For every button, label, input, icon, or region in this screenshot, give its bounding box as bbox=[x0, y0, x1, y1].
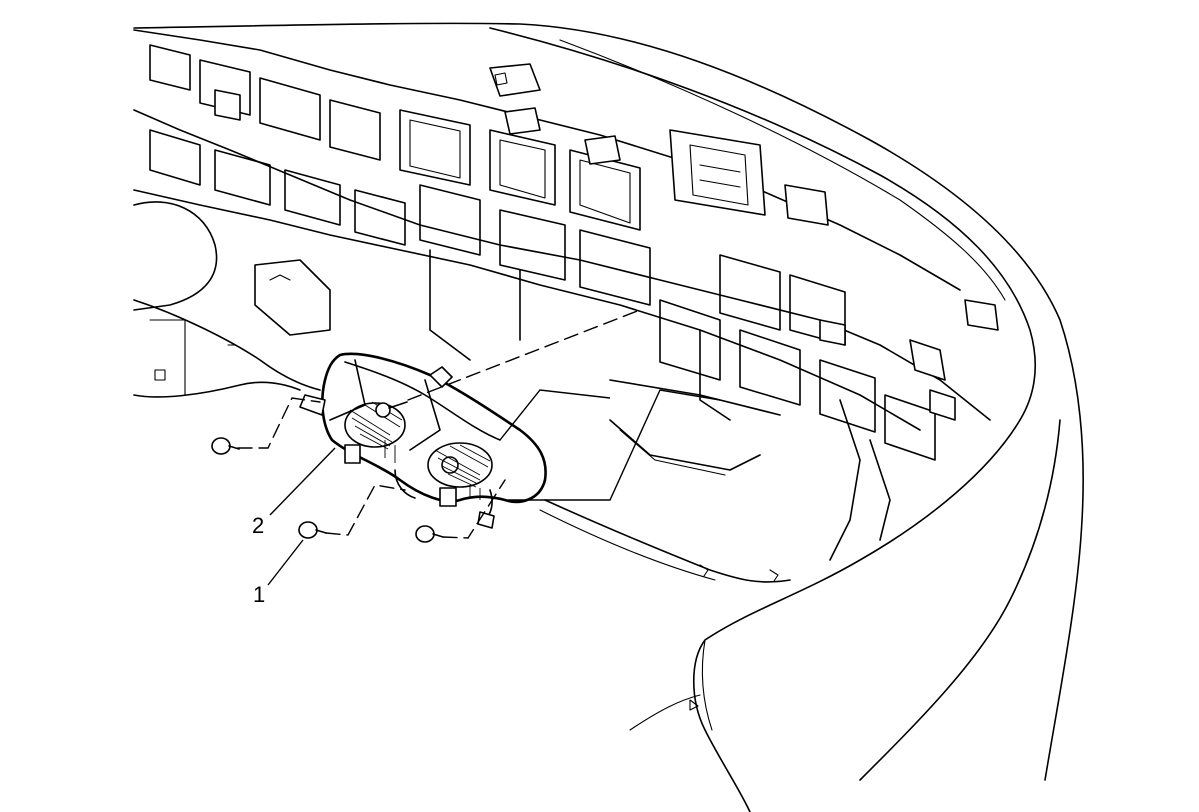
callout-2-leader bbox=[269, 447, 336, 516]
left-lower-opening bbox=[133, 201, 331, 398]
callout-1-label: 1 bbox=[253, 582, 265, 607]
fastener-lower-left bbox=[298, 521, 327, 539]
fog-lamp-lens-left bbox=[344, 402, 406, 448]
fog-lamp-hatching bbox=[349, 401, 491, 500]
fastener-lower-right bbox=[415, 525, 444, 543]
alignment-lines bbox=[237, 309, 721, 539]
fascia-reinforcement-structure bbox=[133, 29, 991, 561]
callout-leaders bbox=[267, 447, 336, 586]
lower-fascia-edge bbox=[539, 379, 791, 583]
fasteners bbox=[211, 401, 444, 543]
callout-1-leader bbox=[267, 539, 304, 586]
bumper-fascia-outline bbox=[133, 22, 1084, 812]
callout-2-label: 2 bbox=[252, 513, 264, 538]
upper-clips-connectors bbox=[214, 63, 999, 421]
fog-lamp-lens-right bbox=[427, 442, 493, 488]
fastener-left-upper bbox=[211, 437, 240, 455]
fog-lamp-assembly bbox=[299, 352, 547, 529]
fastener-upper-screw bbox=[375, 401, 408, 418]
